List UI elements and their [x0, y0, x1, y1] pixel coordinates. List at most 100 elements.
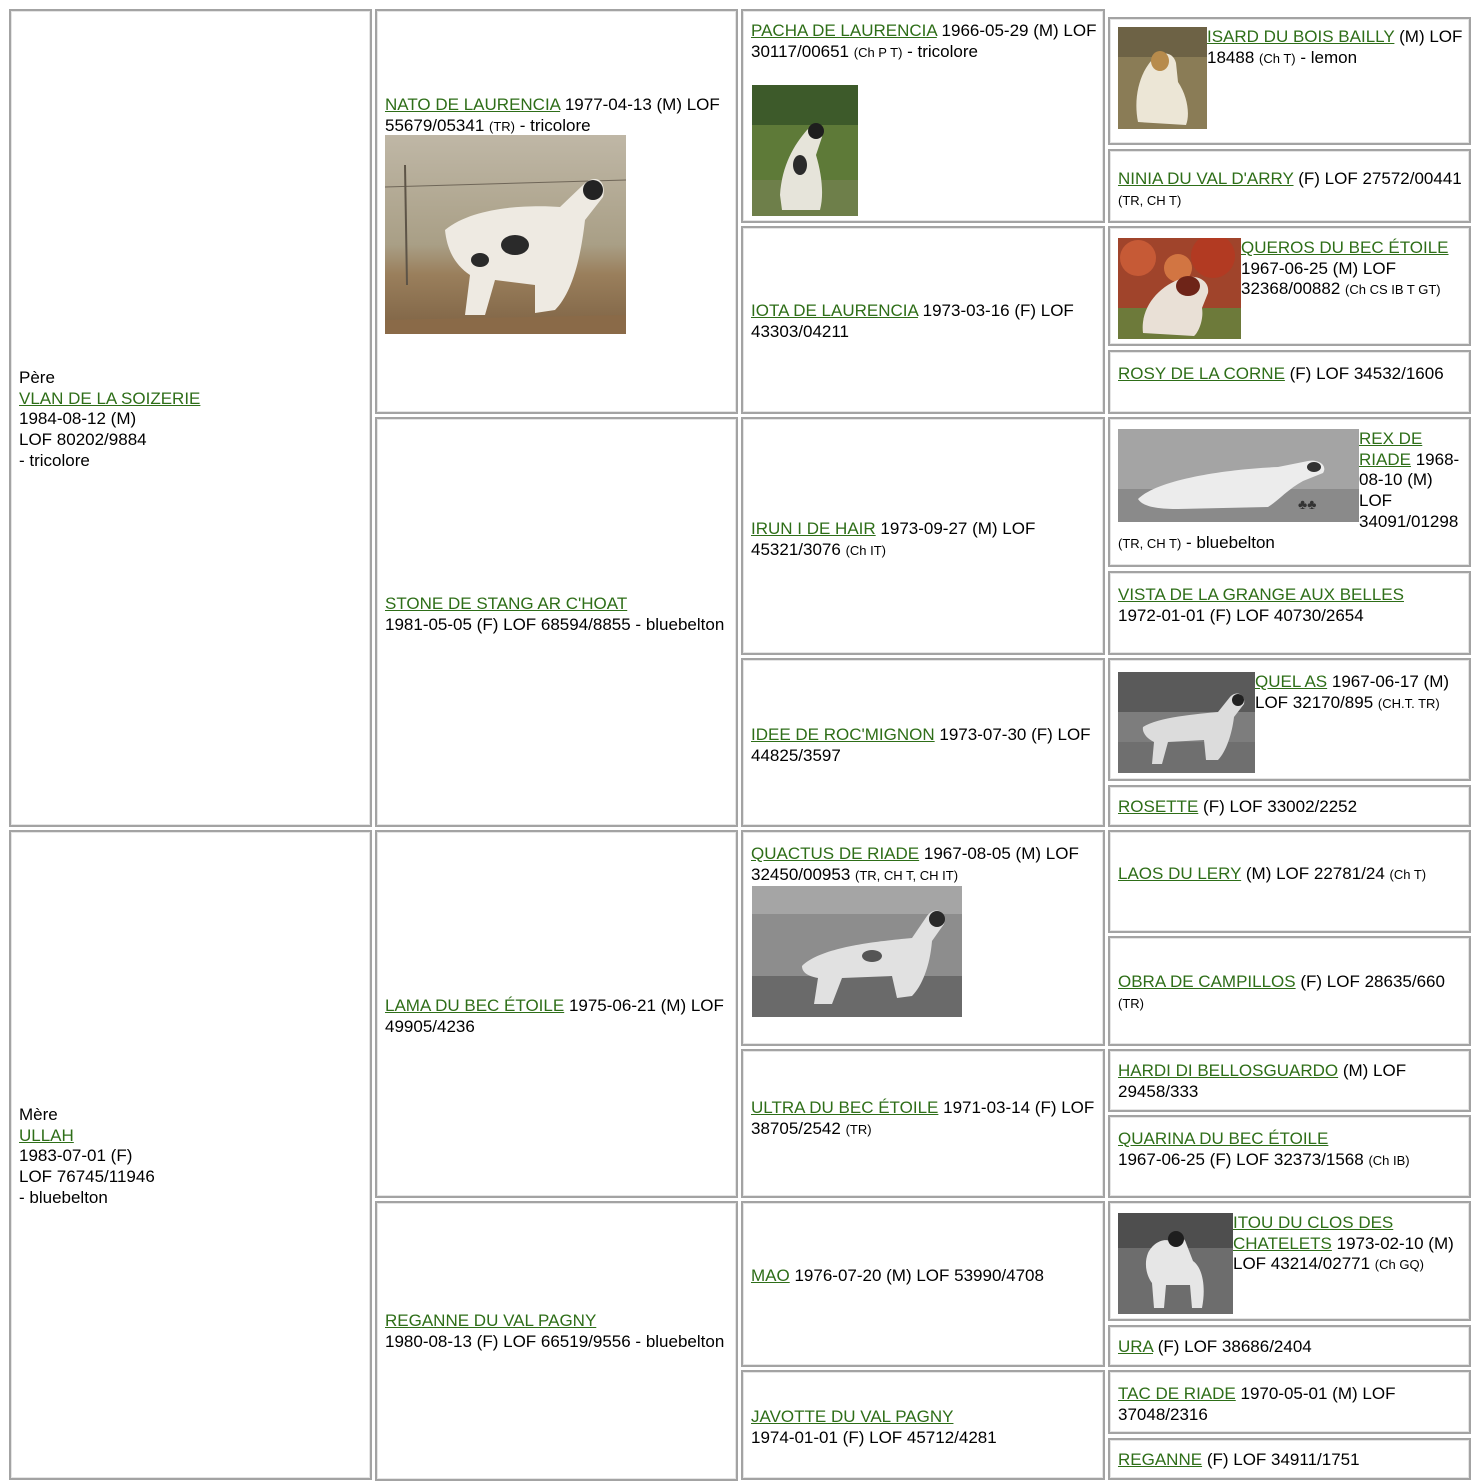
dssd-titles: (TR): [1118, 995, 1144, 1011]
dsss-titles: (Ch T): [1389, 867, 1427, 882]
sd-cell: STONE DE STANG AR C'HOAT 1981-05-05 (F) …: [375, 417, 738, 827]
ss-details: 1977-04-13 (M) LOF 55679/05341: [385, 95, 720, 135]
ssss-cell: ISARD DU BOIS BAILLY (M) LOF 18488 (Ch T…: [1108, 17, 1471, 145]
ssds-name-link[interactable]: QUEROS DU BEC ÉTOILE: [1241, 238, 1449, 257]
sdd-name-link[interactable]: IDEE DE ROC'MIGNON: [751, 725, 935, 744]
ssss-titles: (Ch T): [1259, 50, 1296, 66]
ds-details: 1975-06-21 (M) LOF 49905/4236: [385, 996, 724, 1036]
sssd-titles: (TR, CH T): [1118, 192, 1182, 208]
sdd-cell: IDEE DE ROC'MIGNON 1973-07-30 (F) LOF 44…: [741, 658, 1105, 827]
ss-name-link[interactable]: NATO DE LAURENCIA: [385, 95, 561, 114]
dddd-name-link[interactable]: REGANNE: [1118, 1450, 1203, 1469]
ddd-name-link[interactable]: JAVOTTE DU VAL PAGNY: [751, 1407, 954, 1426]
ddss-info: ITOU DU CLOS DES CHATELETS 1973-02-10 (M…: [1118, 1213, 1463, 1314]
ds-info: LAMA DU BEC ÉTOILE 1975-06-21 (M) LOF 49…: [385, 996, 730, 1037]
ssd-details: 1973-03-16 (F) LOF 43303/04211: [751, 301, 1074, 341]
ddss-details: 1973-02-10 (M) LOF 43214/02771: [1233, 1233, 1454, 1274]
sire-info: Père VLAN DE LA SOIZERIE 1984-08-12 (M) …: [19, 368, 364, 472]
sdss-name-link[interactable]: REX DE RIADE: [1359, 429, 1423, 469]
dsd-name-link[interactable]: ULTRA DU BEC ÉTOILE: [751, 1098, 939, 1117]
sdss-cell: ♣♣ REX DE RIADE 1968-08-10 (M) LOF 34091…: [1108, 417, 1471, 567]
sddd-details: (F) LOF 33002/2252: [1203, 797, 1358, 816]
sd-name-link[interactable]: STONE DE STANG AR C'HOAT: [385, 594, 628, 613]
ssss-color: - lemon: [1300, 47, 1358, 67]
sddd-cell: ROSETTE (F) LOF 33002/2252: [1108, 785, 1471, 827]
sdsd-cell: VISTA DE LA GRANGE AUX BELLES 1972-01-01…: [1108, 571, 1471, 655]
ss-info: NATO DE LAURENCIA 1977-04-13 (M) LOF 556…: [385, 95, 730, 136]
sss-titles: (Ch P T): [853, 44, 903, 60]
dsds-name-link[interactable]: HARDI DI BELLOSGUARDO: [1118, 1061, 1339, 1080]
sds-details: 1973-09-27 (M) LOF 45321/3076: [751, 519, 1036, 559]
dsds-info: HARDI DI BELLOSGUARDO (M) LOF 29458/333: [1118, 1061, 1463, 1102]
sdss-details: 1968-08-10 (M) LOF 34091/01298: [1359, 449, 1460, 531]
photo-color-dog-pacha: [752, 85, 858, 216]
ddd-cell: JAVOTTE DU VAL PAGNY 1974-01-01 (F) LOF …: [741, 1370, 1105, 1480]
ddsd-name-link[interactable]: URA: [1118, 1337, 1153, 1356]
dssd-info: OBRA DE CAMPILLOS (F) LOF 28635/660 (TR): [1118, 972, 1463, 1013]
ddds-name-link[interactable]: TAC DE RIADE: [1118, 1384, 1236, 1403]
sire-lof: LOF 80202/9884: [19, 430, 147, 450]
dddd-details: (F) LOF 34911/1751: [1206, 1450, 1360, 1469]
photo-bw-setter: [752, 886, 962, 1017]
dds-info: MAO 1976-07-20 (M) LOF 53990/4708: [751, 1266, 1097, 1287]
dsds-cell: HARDI DI BELLOSGUARDO (M) LOF 29458/333: [1108, 1049, 1471, 1112]
ds-cell: LAMA DU BEC ÉTOILE 1975-06-21 (M) LOF 49…: [375, 830, 738, 1198]
sss-name-link[interactable]: PACHA DE LAURENCIA: [751, 21, 937, 40]
ss-color: - tricolore: [519, 115, 591, 135]
sss-info: PACHA DE LAURENCIA 1966-05-29 (M) LOF 30…: [751, 21, 1097, 62]
dd-cell: REGANNE DU VAL PAGNY 1980-08-13 (F) LOF …: [375, 1201, 738, 1481]
ssd-name-link[interactable]: IOTA DE LAURENCIA: [751, 301, 918, 320]
dsss-cell: LAOS DU LERY (M) LOF 22781/24 (Ch T): [1108, 830, 1471, 933]
dssd-cell: OBRA DE CAMPILLOS (F) LOF 28635/660 (TR): [1108, 936, 1471, 1046]
sdds-cell: QUEL AS 1967-06-17 (M) LOF 32170/895 (CH…: [1108, 658, 1471, 781]
ssss-name-link[interactable]: ISARD DU BOIS BAILLY: [1207, 27, 1395, 46]
photo-bw-standing: [1118, 1213, 1233, 1314]
dd-name-link[interactable]: REGANNE DU VAL PAGNY: [385, 1311, 597, 1330]
ds-name-link[interactable]: LAMA DU BEC ÉTOILE: [385, 996, 565, 1015]
ddss-name-link[interactable]: ITOU DU CLOS DES CHATELETS: [1233, 1213, 1394, 1253]
photo-bw-pointer: [1118, 672, 1255, 773]
dss-name-link[interactable]: QUACTUS DE RIADE: [751, 844, 920, 863]
dsss-name-link[interactable]: LAOS DU LERY: [1118, 864, 1242, 883]
sd-details: 1981-05-05 (F) LOF 68594/8855 - bluebelt…: [385, 614, 725, 634]
sire-name-link[interactable]: VLAN DE LA SOIZERIE: [19, 388, 201, 408]
sdsd-details: 1972-01-01 (F) LOF 40730/2654: [1118, 605, 1364, 625]
dss-details: 1967-08-05 (M) LOF 32450/00953: [751, 844, 1079, 884]
dss-info: QUACTUS DE RIADE 1967-08-05 (M) LOF 3245…: [751, 844, 1097, 885]
sdsd-name-link[interactable]: VISTA DE LA GRANGE AUX BELLES: [1118, 585, 1404, 604]
dam-name-link[interactable]: ULLAH: [19, 1125, 74, 1145]
sdds-info: QUEL AS 1967-06-17 (M) LOF 32170/895 (CH…: [1118, 672, 1463, 773]
sdsd-info: VISTA DE LA GRANGE AUX BELLES 1972-01-01…: [1118, 585, 1463, 626]
sire-cell: Père VLAN DE LA SOIZERIE 1984-08-12 (M) …: [9, 9, 372, 827]
dsss-details: (M) LOF 22781/24: [1245, 864, 1385, 883]
dsds-details: (M) LOF 29458/333: [1118, 1061, 1407, 1101]
sdd-details: 1973-07-30 (F) LOF 44825/3597: [751, 725, 1091, 765]
dsdd-name-link[interactable]: QUARINA DU BEC ÉTOILE: [1118, 1129, 1329, 1148]
svg-text:♣♣: ♣♣: [1298, 496, 1316, 512]
dam-lof: LOF 76745/11946: [19, 1167, 155, 1187]
ddds-info: TAC DE RIADE 1970-05-01 (M) LOF 37048/23…: [1118, 1384, 1463, 1425]
photo-color-dog-isard: [1118, 27, 1207, 129]
photo-bw-running: ♣♣: [1118, 429, 1359, 522]
sds-cell: IRUN I DE HAIR 1973-09-27 (M) LOF 45321/…: [741, 417, 1105, 655]
sddd-name-link[interactable]: ROSETTE: [1118, 797, 1199, 816]
ssss-info: ISARD DU BOIS BAILLY (M) LOF 18488 (Ch T…: [1118, 27, 1463, 129]
sss-details: 1966-05-29 (M) LOF 30117/00651: [751, 21, 1097, 61]
dds-name-link[interactable]: MAO: [751, 1266, 790, 1285]
sdds-name-link[interactable]: QUEL AS: [1255, 672, 1328, 691]
ssd-cell: IOTA DE LAURENCIA 1973-03-16 (F) LOF 433…: [741, 226, 1105, 414]
dddd-info: REGANNE (F) LOF 34911/1751: [1118, 1450, 1463, 1471]
dsd-titles: (TR): [845, 1121, 872, 1137]
ssdd-details: (F) LOF 34532/1606: [1289, 364, 1444, 383]
sssd-name-link[interactable]: NINIA DU VAL D'ARRY: [1118, 169, 1294, 188]
dssd-name-link[interactable]: OBRA DE CAMPILLOS: [1118, 972, 1296, 991]
sds-name-link[interactable]: IRUN I DE HAIR: [751, 519, 876, 538]
photo-sepia-pointer: [385, 135, 626, 334]
dsd-cell: ULTRA DU BEC ÉTOILE 1971-03-14 (F) LOF 3…: [741, 1049, 1105, 1198]
ssd-info: IOTA DE LAURENCIA 1973-03-16 (F) LOF 433…: [751, 301, 1097, 342]
ssdd-name-link[interactable]: ROSY DE LA CORNE: [1118, 364, 1285, 383]
sdss-titles: (TR, CH T): [1118, 535, 1182, 551]
dsd-details: 1971-03-14 (F) LOF 38705/2542: [751, 1098, 1095, 1138]
ssds-details: 1967-06-25 (M) LOF 32368/00882: [1241, 258, 1396, 299]
dsdd-details: 1967-06-25 (F) LOF 32373/1568: [1118, 1149, 1364, 1169]
